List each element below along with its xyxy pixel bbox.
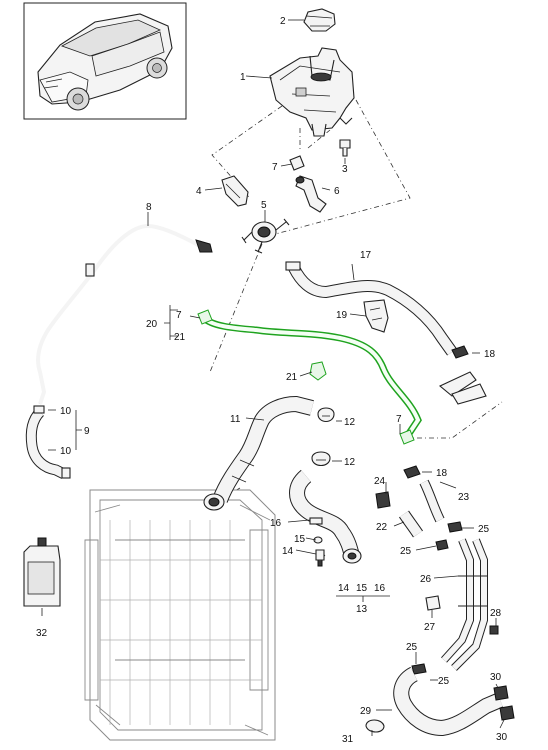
plug-16 [309,517,323,525]
highlighted-hose-21 [197,309,422,445]
label-11: 11 [230,414,241,425]
coolant-expansion-tank [269,47,355,137]
label-30-lower: 30 [496,732,508,743]
label-24: 24 [374,476,386,487]
label-31: 31 [342,734,354,745]
clamp-7-top [289,155,305,171]
label-18-lower: 18 [436,468,448,479]
part-labels: 1 2 3 4 5 6 7 8 17 18 19 20 7 21 21 7 10… [36,16,508,745]
label-10-lower: 10 [60,446,72,457]
hose-17 [285,261,457,356]
hose-9 [25,405,71,479]
bracket-27 [425,595,441,611]
clamp-24 [375,491,391,509]
hose-23 [419,479,445,523]
label-14: 14 [282,546,294,557]
pipe-stub-18 [438,371,487,405]
seal-31 [365,719,385,733]
label-16: 16 [270,518,282,529]
label-12-lower: 12 [344,457,356,468]
label-10-upper: 10 [60,406,72,417]
label-21-group: 21 [174,332,186,343]
hose-29 [393,666,504,737]
label-7-lower: 7 [396,414,402,425]
label-6: 6 [334,186,340,197]
radiator [84,489,276,741]
hose-22 [399,510,423,538]
clamp-18-lower [403,465,421,479]
sensor-14 [315,549,325,567]
label-25-left: 25 [400,546,412,557]
label-29: 29 [360,706,372,717]
label-7-top: 7 [272,162,278,173]
label-16-group: 16 [374,583,386,594]
clamp-18-upper [451,345,469,359]
pipe-26 [441,538,488,671]
label-19: 19 [336,310,348,321]
pipe-piece-6 [295,175,327,213]
bracket-19 [363,299,389,333]
label-21: 21 [286,372,298,383]
cap-30 [493,685,515,721]
label-25-lower: 25 [406,642,418,653]
label-14-group: 14 [338,583,350,594]
label-15: 15 [294,534,306,545]
expansion-tank-cap [303,8,336,32]
hose-8 [36,223,213,405]
label-26: 26 [420,574,432,585]
connector-5 [241,218,290,254]
label-8: 8 [146,202,152,213]
label-17: 17 [360,250,372,261]
bolt-28 [489,625,499,635]
leader-lines [41,19,505,736]
bolt-3 [339,139,351,157]
coolant-bottle [23,537,61,607]
label-15-group: 15 [356,583,368,594]
label-4: 4 [196,186,202,197]
label-1: 1 [240,72,246,83]
label-27: 27 [424,622,436,633]
label-5: 5 [261,200,267,211]
clip-21 [309,361,327,381]
bracket-4 [221,175,249,207]
label-25-right: 25 [478,524,490,535]
label-20: 20 [146,319,158,330]
label-30-upper: 30 [490,672,502,683]
clamp-12-upper [317,407,335,423]
label-2: 2 [280,16,286,27]
hose-11 [203,395,314,511]
label-7-group: 7 [176,310,182,321]
label-13: 13 [356,604,368,615]
clamp-25 [411,521,463,675]
label-22: 22 [376,522,388,533]
label-18-upper: 18 [484,349,496,360]
label-28: 28 [490,608,502,619]
label-25-bottom: 25 [438,676,450,687]
label-3: 3 [342,164,348,175]
label-12-upper: 12 [344,417,356,428]
vehicle-thumbnail [23,2,187,120]
hose-13 [289,469,362,564]
label-23: 23 [458,492,470,503]
label-9: 9 [84,426,90,437]
label-32: 32 [36,628,48,639]
clamp-12-lower [311,451,331,467]
